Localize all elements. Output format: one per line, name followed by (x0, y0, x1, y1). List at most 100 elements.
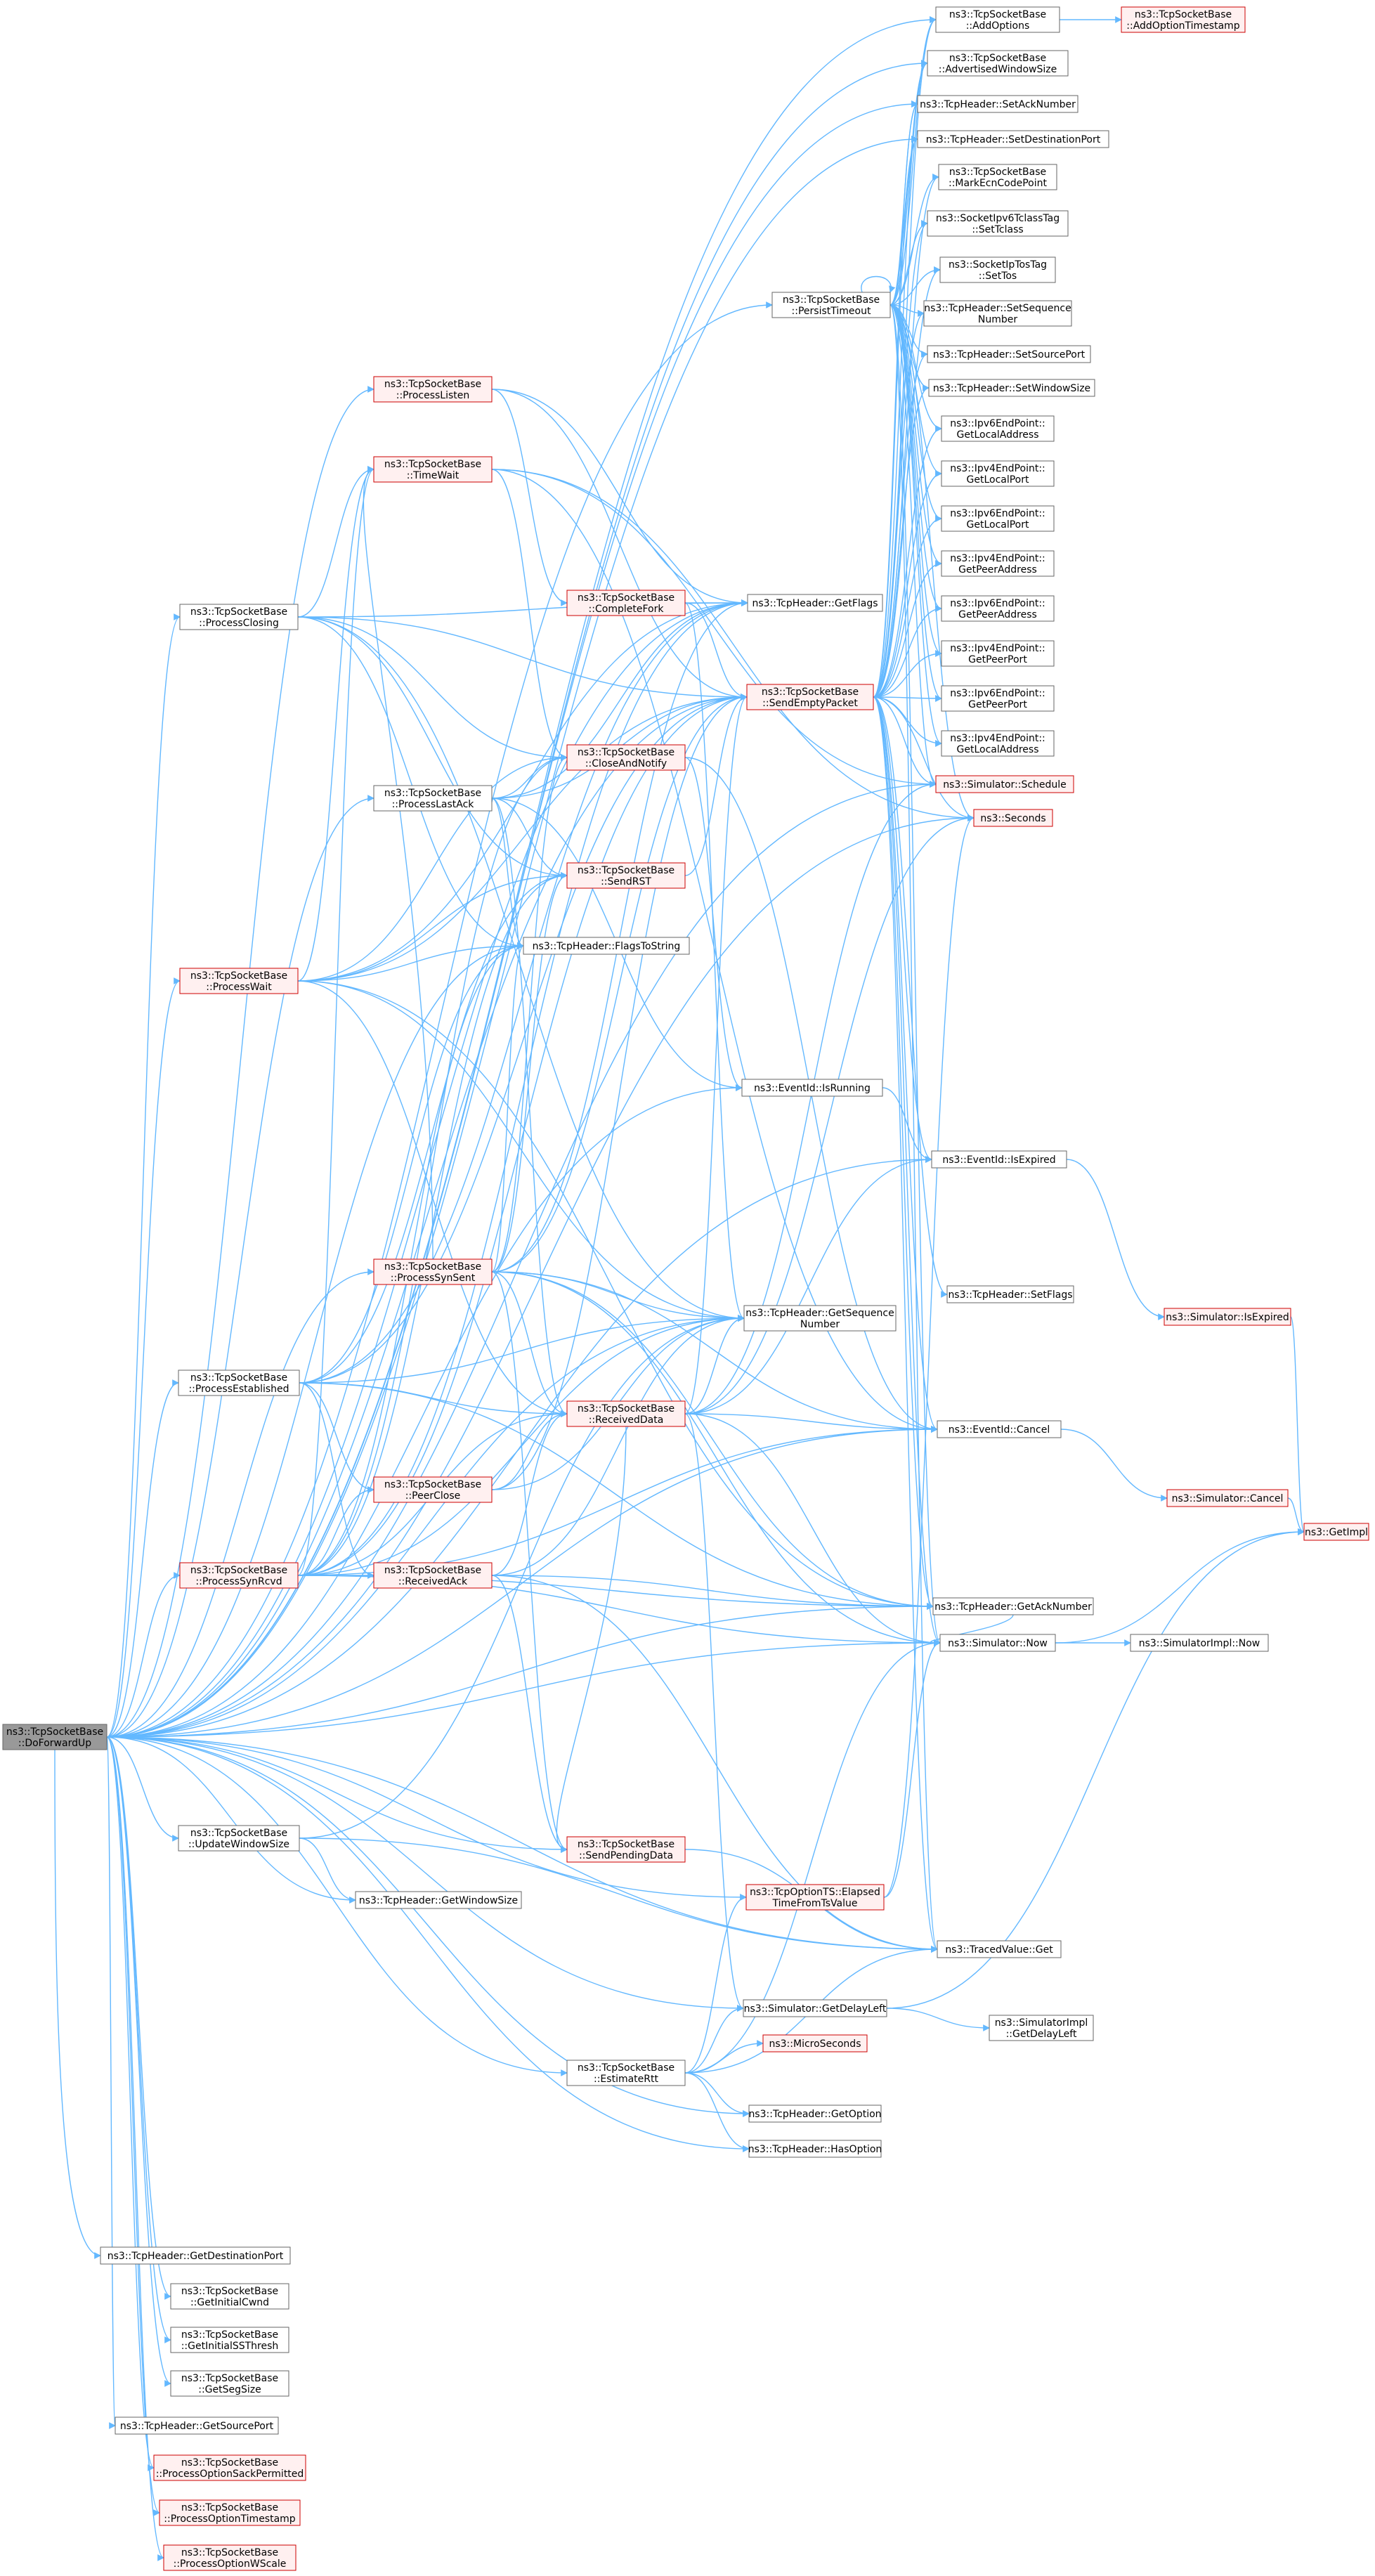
node-box[interactable] (747, 594, 883, 612)
node-box[interactable] (937, 1420, 1062, 1438)
node-box[interactable] (373, 1476, 493, 1503)
node-peerClose[interactable]: ns3::TcpSocketBase::PeerClose (373, 1476, 493, 1503)
node-box[interactable] (771, 292, 891, 318)
node-receivedAck[interactable]: ns3::TcpSocketBase::ReceivedAck (373, 1562, 493, 1589)
node-root[interactable]: ns3::TcpSocketBase::DoForwardUp (2, 1724, 107, 1750)
node-box[interactable] (941, 685, 1055, 712)
node-box[interactable] (566, 862, 686, 889)
node-ipv4LocalPort[interactable]: ns3::Ipv4EndPoint::GetLocalPort (941, 460, 1055, 487)
node-processLastAck[interactable]: ns3::TcpSocketBase::ProcessLastAck (373, 785, 493, 812)
node-flagsToString[interactable]: ns3::TcpHeader::FlagsToString (523, 937, 690, 955)
node-box[interactable] (941, 595, 1055, 622)
node-box[interactable] (1164, 1308, 1291, 1326)
node-eventCancel[interactable]: ns3::EventId::Cancel (937, 1420, 1062, 1438)
node-box[interactable] (941, 640, 1055, 667)
node-ipv6LocalAddr[interactable]: ns3::Ipv6EndPoint::GetLocalAddress (941, 415, 1055, 442)
node-box[interactable] (746, 684, 874, 710)
node-box[interactable] (927, 50, 1069, 77)
node-receivedData[interactable]: ns3::TcpSocketBase::ReceivedData (566, 1400, 686, 1427)
node-box[interactable] (115, 2416, 279, 2435)
node-box[interactable] (153, 2454, 306, 2481)
node-getInitialSSThresh[interactable]: ns3::TcpSocketBase::GetInitialSSThresh (170, 2327, 289, 2353)
node-processSynSent[interactable]: ns3::TcpSocketBase::ProcessSynSent (373, 1258, 493, 1285)
node-getFlags[interactable]: ns3::TcpHeader::GetFlags (747, 594, 883, 612)
node-getWindowSize[interactable]: ns3::TcpHeader::GetWindowSize (355, 1891, 522, 1909)
node-box[interactable] (745, 1884, 885, 1911)
node-seconds[interactable]: ns3::Seconds (973, 809, 1053, 827)
node-addOptions[interactable]: ns3::TcpSocketBase::AddOptions (935, 6, 1060, 33)
node-box[interactable] (939, 1634, 1056, 1652)
node-setSourcePort[interactable]: ns3::TcpHeader::SetSourcePort (927, 345, 1091, 363)
node-processSynRcvd[interactable]: ns3::TcpSocketBase::ProcessSynRcvd (179, 1562, 299, 1589)
node-box[interactable] (938, 164, 1057, 190)
node-getOption[interactable]: ns3::TcpHeader::GetOption (748, 2105, 882, 2123)
node-box[interactable] (159, 2499, 301, 2526)
node-updateWindowSize[interactable]: ns3::TcpSocketBase::UpdateWindowSize (178, 1825, 300, 1852)
node-ipv4LocalAddr[interactable]: ns3::Ipv4EndPoint::GetLocalAddress (941, 730, 1055, 757)
node-setAckNumber[interactable]: ns3::TcpHeader::SetAckNumber (917, 95, 1079, 113)
node-processListen[interactable]: ns3::TcpSocketBase::ProcessListen (373, 376, 493, 403)
node-box[interactable] (566, 590, 686, 616)
node-box[interactable] (748, 2140, 882, 2158)
node-processClosing[interactable]: ns3::TcpSocketBase::ProcessClosing (179, 604, 299, 630)
node-ipv6PeerAddr[interactable]: ns3::Ipv6EndPoint::GetPeerAddress (941, 595, 1055, 622)
node-simImplNow[interactable]: ns3::SimulatorImpl::Now (1130, 1634, 1269, 1652)
node-processSackPermitted[interactable]: ns3::TcpSocketBase::ProcessOptionSackPer… (153, 2454, 306, 2481)
node-sendEmptyPacket[interactable]: ns3::TcpSocketBase::SendEmptyPacket (746, 684, 874, 710)
node-box[interactable] (748, 2105, 882, 2123)
node-box[interactable] (932, 1597, 1094, 1615)
node-box[interactable] (170, 2370, 289, 2397)
node-box[interactable] (935, 775, 1074, 793)
node-setTclass[interactable]: ns3::SocketIpv6TclassTag::SetTclass (927, 210, 1069, 237)
node-ipv4PeerAddr[interactable]: ns3::Ipv4EndPoint::GetPeerAddress (941, 550, 1055, 577)
node-box[interactable] (179, 968, 299, 994)
node-addOptionTimestamp[interactable]: ns3::TcpSocketBase::AddOptionTimestamp (1121, 6, 1246, 33)
node-isExpired[interactable]: ns3::EventId::IsExpired (931, 1150, 1067, 1169)
node-box[interactable] (935, 6, 1060, 33)
node-completeFork[interactable]: ns3::TcpSocketBase::CompleteFork (566, 590, 686, 616)
node-box[interactable] (973, 809, 1053, 827)
node-processEstablished[interactable]: ns3::TcpSocketBase::ProcessEstablished (178, 1370, 300, 1396)
node-setWindowSize[interactable]: ns3::TcpHeader::SetWindowSize (928, 379, 1095, 397)
node-ipv6PeerPort[interactable]: ns3::Ipv6EndPoint::GetPeerPort (941, 685, 1055, 712)
node-setFlags[interactable]: ns3::TcpHeader::SetFlags (946, 1285, 1074, 1303)
node-setTos[interactable]: ns3::SocketIpTosTag::SetTos (939, 256, 1056, 283)
node-box[interactable] (941, 460, 1055, 487)
node-box[interactable] (523, 937, 690, 955)
node-box[interactable] (170, 2327, 289, 2353)
node-advWindow[interactable]: ns3::TcpSocketBase::AdvertisedWindowSize (927, 50, 1069, 77)
node-persistTimeout[interactable]: ns3::TcpSocketBase::PersistTimeout (771, 292, 891, 318)
node-box[interactable] (927, 345, 1091, 363)
node-box[interactable] (170, 2283, 289, 2310)
node-sendPendingData[interactable]: ns3::TcpSocketBase::SendPendingData (566, 1836, 686, 1863)
node-getDelayLeft[interactable]: ns3::Simulator::GetDelayLeft (743, 1999, 887, 2017)
node-getAckNumber[interactable]: ns3::TcpHeader::GetAckNumber (932, 1597, 1094, 1615)
node-box[interactable] (566, 2060, 686, 2086)
node-processOptWScale[interactable]: ns3::TcpSocketBase::ProcessOptionWScale (163, 2544, 296, 2571)
node-hasOption[interactable]: ns3::TcpHeader::HasOption (748, 2140, 882, 2158)
node-processWait[interactable]: ns3::TcpSocketBase::ProcessWait (179, 968, 299, 994)
node-box[interactable] (179, 604, 299, 630)
node-box[interactable] (1130, 1634, 1269, 1652)
node-getInitialCwnd[interactable]: ns3::TcpSocketBase::GetInitialCwnd (170, 2283, 289, 2310)
node-box[interactable] (941, 505, 1055, 532)
node-box[interactable] (178, 1825, 300, 1852)
node-ipv4PeerPort[interactable]: ns3::Ipv4EndPoint::GetPeerPort (941, 640, 1055, 667)
node-box[interactable] (566, 1400, 686, 1427)
node-ipv6LocalPort[interactable]: ns3::Ipv6EndPoint::GetLocalPort (941, 505, 1055, 532)
node-box[interactable] (566, 744, 686, 771)
node-box[interactable] (923, 300, 1072, 327)
node-setDestPort[interactable]: ns3::TcpHeader::SetDestinationPort (917, 130, 1109, 148)
node-box[interactable] (100, 2246, 291, 2265)
node-schedule[interactable]: ns3::Simulator::Schedule (935, 775, 1074, 793)
node-processOptTimestamp[interactable]: ns3::TcpSocketBase::ProcessOptionTimesta… (159, 2499, 301, 2526)
node-box[interactable] (743, 1999, 887, 2017)
node-box[interactable] (931, 1150, 1067, 1169)
node-simNow[interactable]: ns3::Simulator::Now (939, 1634, 1056, 1652)
node-box[interactable] (937, 1940, 1062, 1958)
node-box[interactable] (941, 415, 1055, 442)
node-box[interactable] (743, 1305, 897, 1332)
